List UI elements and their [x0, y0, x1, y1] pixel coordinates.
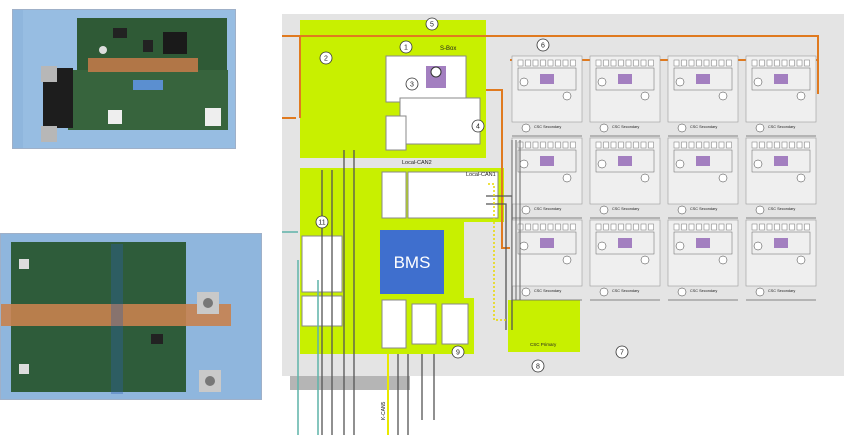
local-can1-label: Local-CAN1	[466, 172, 496, 178]
svg-text:6: 6	[541, 43, 545, 50]
can-wiring	[282, 231, 319, 435]
csc-secondary-label: CSC Secondary	[768, 125, 795, 129]
csc-secondary-label: CSC Secondary	[690, 207, 717, 211]
callout-3: 3	[405, 77, 419, 91]
csc-module: CSC Secondary	[667, 55, 739, 137]
csc-module: CSC Secondary	[511, 55, 583, 137]
svg-text:2: 2	[324, 56, 328, 63]
svg-text:11: 11	[318, 220, 325, 227]
csc-module: CSC Secondary	[589, 219, 661, 301]
svg-text:4: 4	[476, 124, 480, 131]
csc-module: CSC Secondary	[589, 137, 661, 219]
csc-secondary-label: CSC Secondary	[534, 125, 561, 129]
csc-secondary-label: CSC Secondary	[690, 125, 717, 129]
csc-secondary-label: CSC Secondary	[534, 207, 561, 211]
bms-schematic: BMS K-CAN5 S-Box Local-CAN2 Local-CAN1 C…	[282, 14, 844, 435]
csc-secondary-label: CSC Secondary	[612, 125, 639, 129]
csc-secondary-label: CSC Secondary	[768, 207, 795, 211]
csc-module: CSC Secondary	[511, 137, 583, 219]
hv-bus-lines	[282, 35, 819, 249]
callout-1: 1	[399, 40, 413, 54]
svg-text:1: 1	[404, 45, 408, 52]
csc-secondary-label: CSC Secondary	[612, 289, 639, 293]
callout-7: 7	[615, 345, 629, 359]
csc-module: CSC Secondary	[667, 137, 739, 219]
csc-module: CSC Secondary	[667, 219, 739, 301]
svg-text:3: 3	[410, 82, 414, 89]
csc-module: CSC Secondary	[589, 55, 661, 137]
csc-harness	[511, 140, 521, 300]
k-can5-label: K-CAN5	[381, 401, 387, 420]
csc-module: CSC Secondary	[745, 219, 817, 301]
svg-text:7: 7	[620, 350, 624, 357]
bms-label: BMS	[394, 253, 431, 272]
sbox-label: S-Box	[440, 46, 456, 52]
svg-text:9: 9	[456, 350, 460, 357]
csc-module: CSC Secondary	[745, 55, 817, 137]
callout-4: 4	[471, 119, 485, 133]
callout-6: 6	[536, 38, 550, 52]
pcb-photo-top	[12, 9, 236, 149]
callout-2: 2	[319, 51, 333, 65]
csc-primary-block	[508, 300, 580, 352]
bms-chip	[380, 230, 444, 294]
callout-11: 11	[315, 215, 329, 229]
csc-secondary-label: CSC Secondary	[690, 289, 717, 293]
callout-8: 8	[531, 359, 545, 373]
csc-module: CSC Secondary	[511, 219, 583, 301]
pcb-photo-bottom	[0, 233, 262, 400]
svg-text:8: 8	[536, 364, 540, 371]
csc-secondary-label: CSC Secondary	[534, 289, 561, 293]
callout-5: 5	[425, 17, 439, 31]
local-can2-label: Local-CAN2	[402, 160, 432, 166]
csc-secondary-label: CSC Secondary	[768, 289, 795, 293]
csc-primary-label: CSC Primary	[530, 342, 557, 347]
callout-9: 9	[451, 345, 465, 359]
csc-secondary-label: CSC Secondary	[612, 207, 639, 211]
svg-text:5: 5	[430, 22, 434, 29]
csc-module: CSC Secondary	[745, 137, 817, 219]
